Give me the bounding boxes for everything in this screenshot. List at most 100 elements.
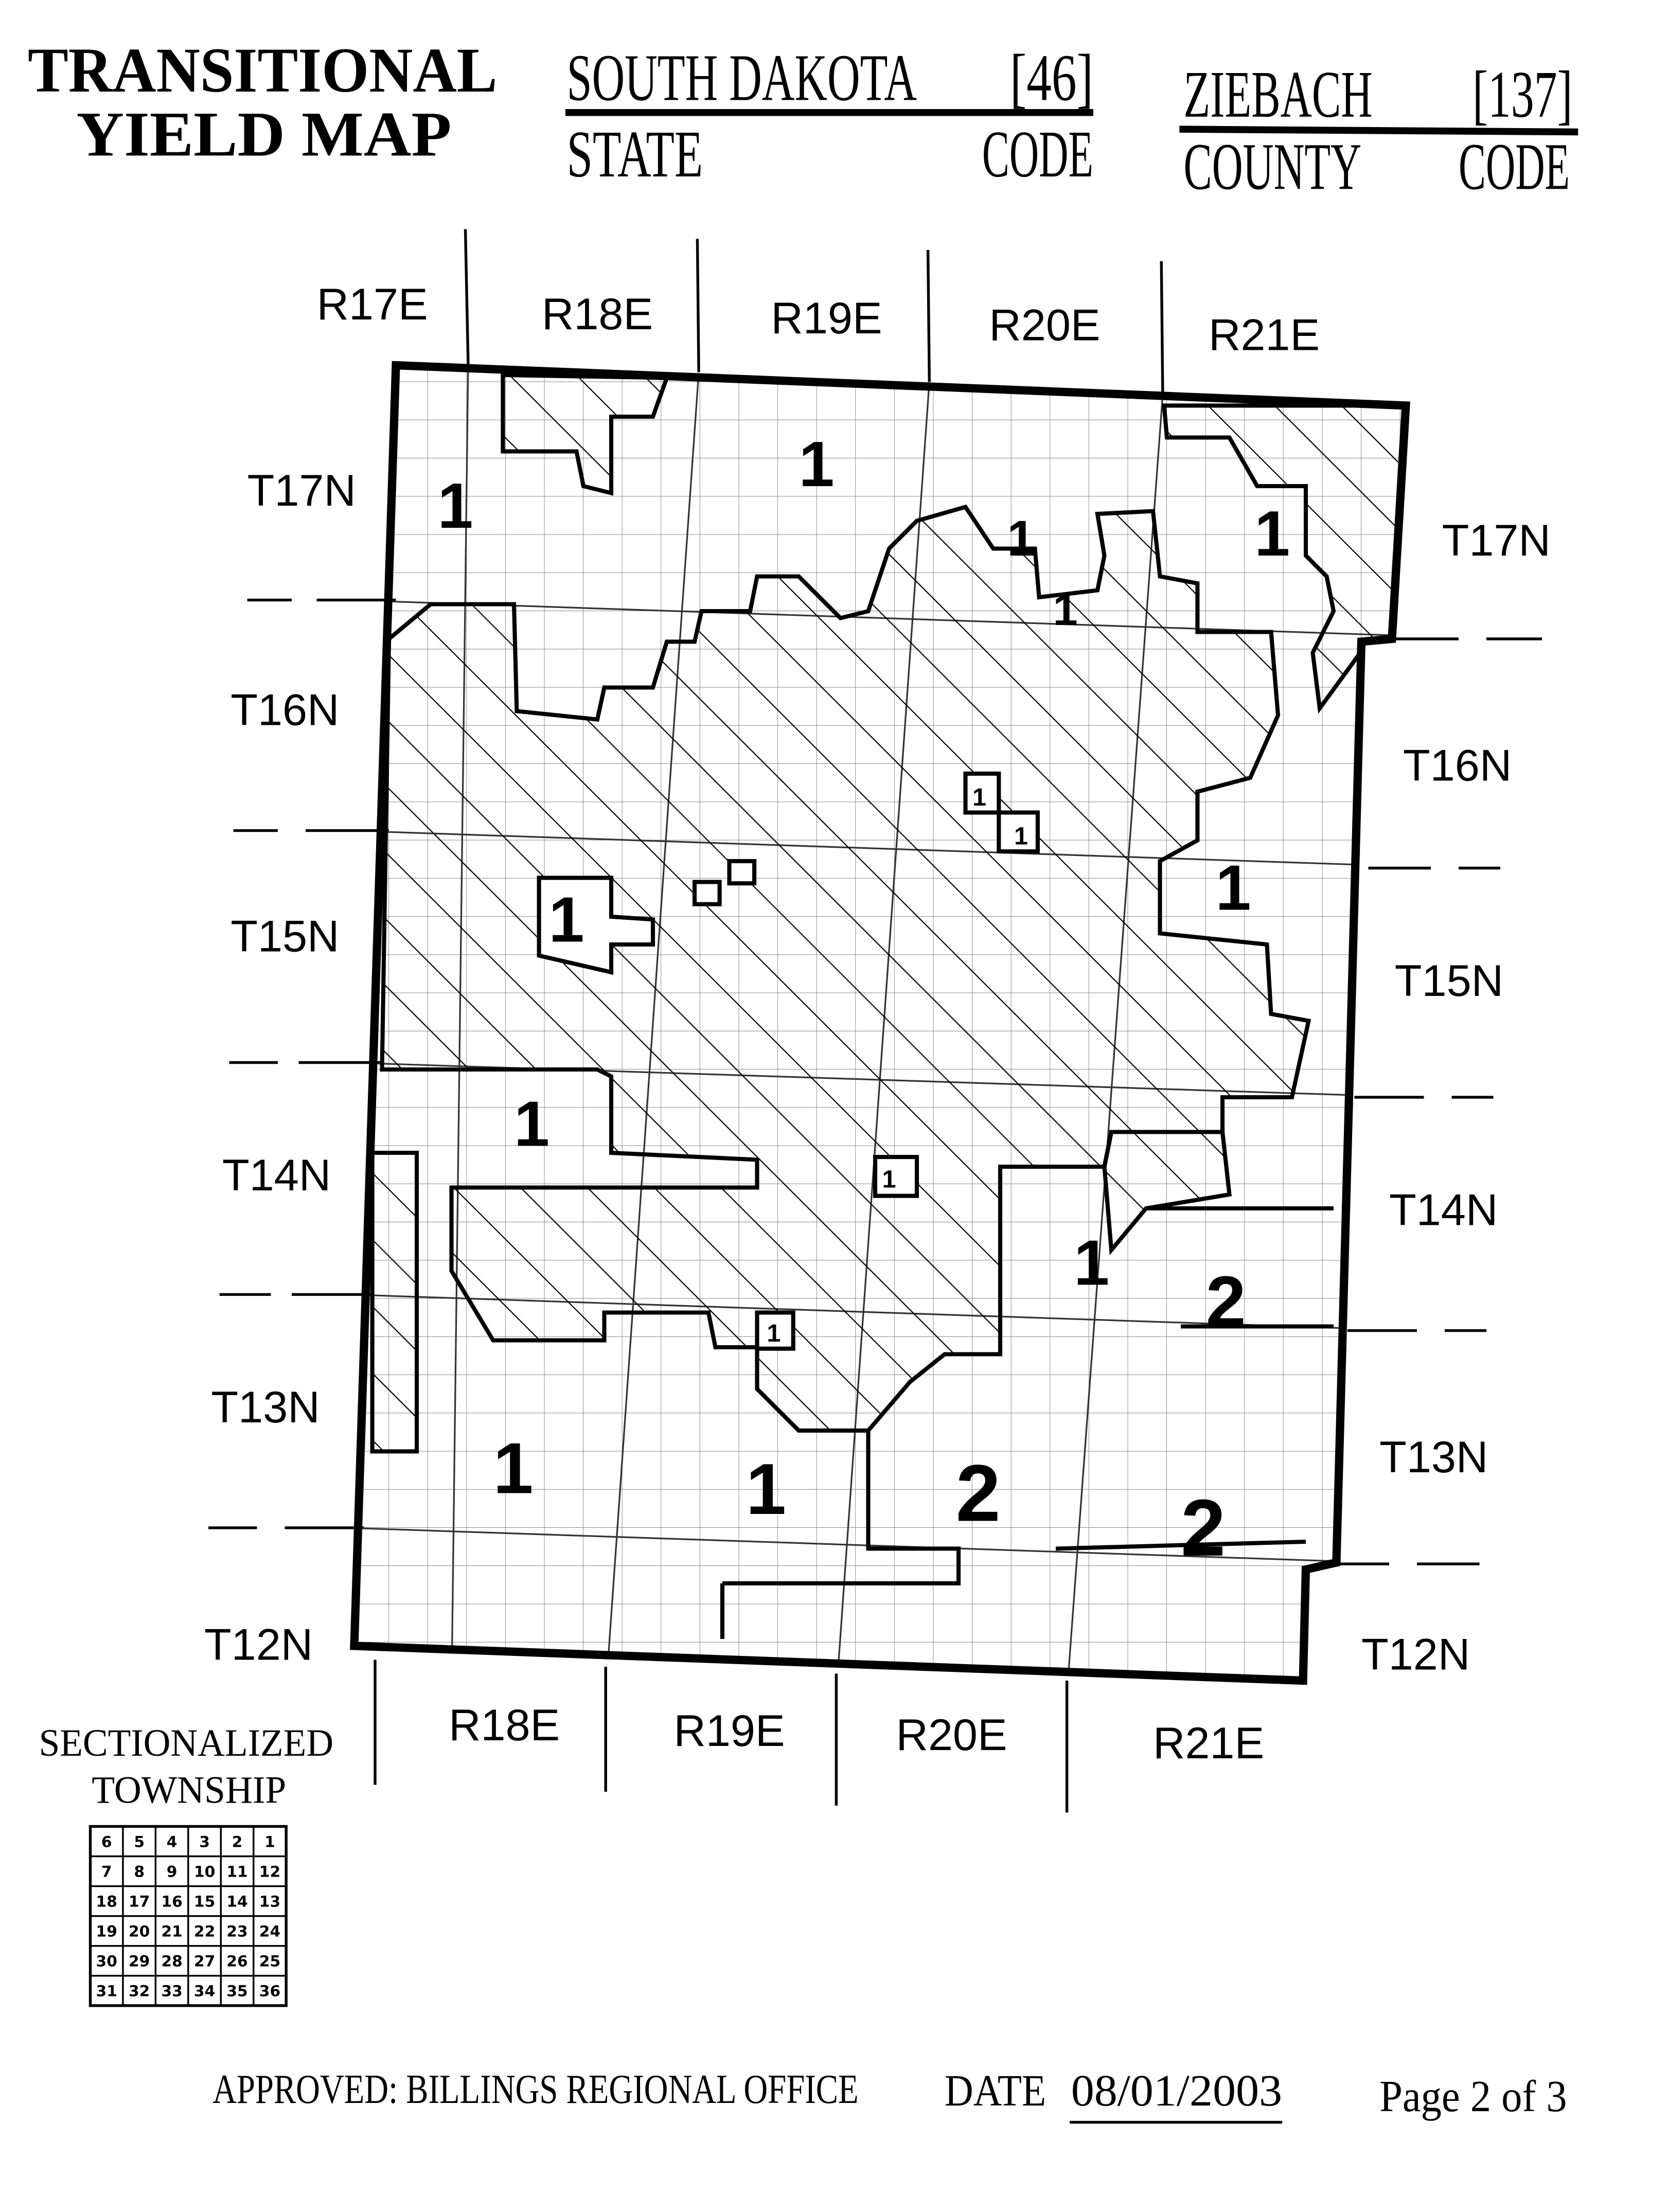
hatched-zone-east — [1102, 1130, 1232, 1256]
approved-text: APPROVED: BILLINGS REGIONAL OFFICE — [212, 2066, 858, 2112]
legend-section-number: 32 — [129, 1983, 150, 2001]
legend-section-number: 1 — [264, 1833, 275, 1851]
legend-section-number: 34 — [194, 1983, 215, 2001]
legend-section-number: 26 — [226, 1953, 247, 1971]
legend-section-number: 13 — [259, 1893, 280, 1911]
legend-section-number: 23 — [226, 1922, 247, 1940]
yield-zone-label: 1 — [1014, 823, 1028, 850]
hatched-zone-top-left — [501, 372, 670, 496]
legend-title-line-1: SECTIONALIZED — [39, 1722, 333, 1764]
title-line-1: TRANSITIONAL — [28, 34, 498, 105]
yield-zone-label: 1 — [493, 1428, 534, 1508]
range-label: R19E — [771, 294, 882, 343]
legend-section-number: 30 — [96, 1953, 117, 1971]
state-label: STATE — [567, 118, 703, 191]
page-number: Page 2 of 3 — [1379, 2072, 1567, 2121]
yield-zone-label: 1 — [1053, 585, 1078, 635]
state-code: [46] — [1010, 41, 1093, 115]
date-label: DATE — [945, 2066, 1046, 2115]
range-ticks — [208, 229, 1542, 1813]
range-label: R19E — [674, 1706, 785, 1756]
legend-section-number: 4 — [167, 1833, 178, 1851]
county-boundary — [350, 361, 1410, 1685]
legend-section-number: 31 — [96, 1983, 117, 2001]
township-label: T15N — [1395, 956, 1503, 1006]
township-labels-right: T17N T16N T15N T14N T13N T12N — [1361, 516, 1551, 1679]
legend-section-number: 27 — [194, 1953, 215, 1971]
township-label: T17N — [247, 466, 356, 515]
township-label: T13N — [211, 1383, 320, 1432]
legend-section-number: 12 — [259, 1863, 280, 1881]
yield-zone-label: 1 — [972, 783, 986, 811]
legend-cell — [253, 1975, 287, 2007]
range-label: R21E — [1153, 1719, 1264, 1768]
range-label: R18E — [449, 1701, 560, 1750]
legend-section-number: 22 — [194, 1922, 215, 1940]
township-label: T15N — [230, 912, 339, 961]
yield-zone-label: 2 — [1206, 1261, 1246, 1342]
legend-section-number: 18 — [96, 1893, 117, 1911]
unhatched-islands — [537, 771, 1040, 1351]
yield-zone-label: 1 — [549, 885, 584, 956]
date-value: 08/01/2003 — [1071, 2066, 1282, 2115]
county-map: 1 1 1 1 1 1 1 1 1 1 1 1 1 2 2 2 1 1 — [350, 361, 1410, 1685]
legend-section-number: 29 — [129, 1953, 150, 1971]
hatched-zone-main — [380, 504, 1311, 1433]
legend-section-number: 19 — [96, 1922, 117, 1940]
legend-section-number: 16 — [161, 1893, 182, 1911]
legend-section-number: 15 — [194, 1893, 215, 1911]
state-name: SOUTH DAKOTA — [567, 41, 917, 115]
yield-zone-label: 2 — [1181, 1483, 1226, 1573]
range-labels-bottom: R18E R19E R20E R21E — [449, 1701, 1264, 1768]
legend-section-number: 6 — [101, 1833, 112, 1851]
range-labels-top: R17E R18E R19E R20E R21E — [317, 280, 1320, 360]
state-code-label: CODE — [982, 118, 1093, 191]
legend-section-number: 8 — [134, 1863, 145, 1881]
county-code: [137] — [1473, 58, 1572, 132]
legend-section-number: 20 — [129, 1922, 150, 1940]
county-name: ZIEBACH — [1183, 58, 1372, 132]
legend-section-number: 36 — [259, 1983, 280, 2001]
legend-section-number: 35 — [226, 1983, 247, 2001]
yield-zone-label: 1 — [1007, 510, 1035, 566]
legend-section-number: 10 — [194, 1863, 215, 1881]
range-label: R21E — [1209, 310, 1320, 360]
yield-zone-label: 1 — [1254, 498, 1290, 569]
yield-zone-label: 1 — [1215, 852, 1251, 923]
county-label: COUNTY — [1183, 130, 1361, 204]
township-label: T12N — [1361, 1630, 1470, 1679]
yield-zone-label: 1 — [514, 1089, 549, 1159]
legend-section-number: 9 — [167, 1863, 178, 1881]
legend-section-number: 25 — [259, 1953, 280, 1971]
range-label: R20E — [989, 300, 1100, 350]
legend-section-number: 3 — [199, 1833, 210, 1851]
county-code-label: CODE — [1459, 130, 1570, 204]
legend-title-line-2: TOWNSHIP — [92, 1769, 286, 1812]
yield-zone-boundary-lines — [720, 1206, 1334, 1639]
legend-section-number: 33 — [161, 1983, 182, 2001]
yield-zone-label: 1 — [799, 429, 835, 500]
yield-zone-label: 1 — [1074, 1227, 1109, 1298]
header: TRANSITIONAL YIELD MAP SOUTH DAKOTA [46]… — [28, 34, 1579, 204]
township-label: T14N — [1389, 1185, 1498, 1235]
range-label: R17E — [317, 280, 428, 329]
range-label: R18E — [542, 290, 653, 339]
yield-zone-label: 1 — [767, 1319, 781, 1347]
legend-section-number: 11 — [226, 1863, 247, 1881]
township-label: T16N — [1403, 741, 1512, 790]
yield-zone-label: 1 — [746, 1449, 786, 1529]
legend-section-number: 14 — [226, 1893, 247, 1911]
yield-zone-label: 1 — [882, 1165, 896, 1193]
legend-section-number: 2 — [232, 1833, 243, 1851]
township-label: T12N — [204, 1620, 313, 1669]
footer: APPROVED: BILLINGS REGIONAL OFFICE DATE … — [212, 2066, 1567, 2124]
township-label: T13N — [1379, 1433, 1488, 1482]
hatched-zones — [370, 372, 1406, 1454]
legend-section-number: 7 — [101, 1863, 112, 1881]
township-labels-left: T17N T16N T15N T14N T13N T12N — [204, 466, 356, 1670]
township-label: T14N — [222, 1151, 331, 1200]
yield-zone-label: 1 — [438, 471, 473, 542]
township-label: T17N — [1442, 516, 1551, 565]
